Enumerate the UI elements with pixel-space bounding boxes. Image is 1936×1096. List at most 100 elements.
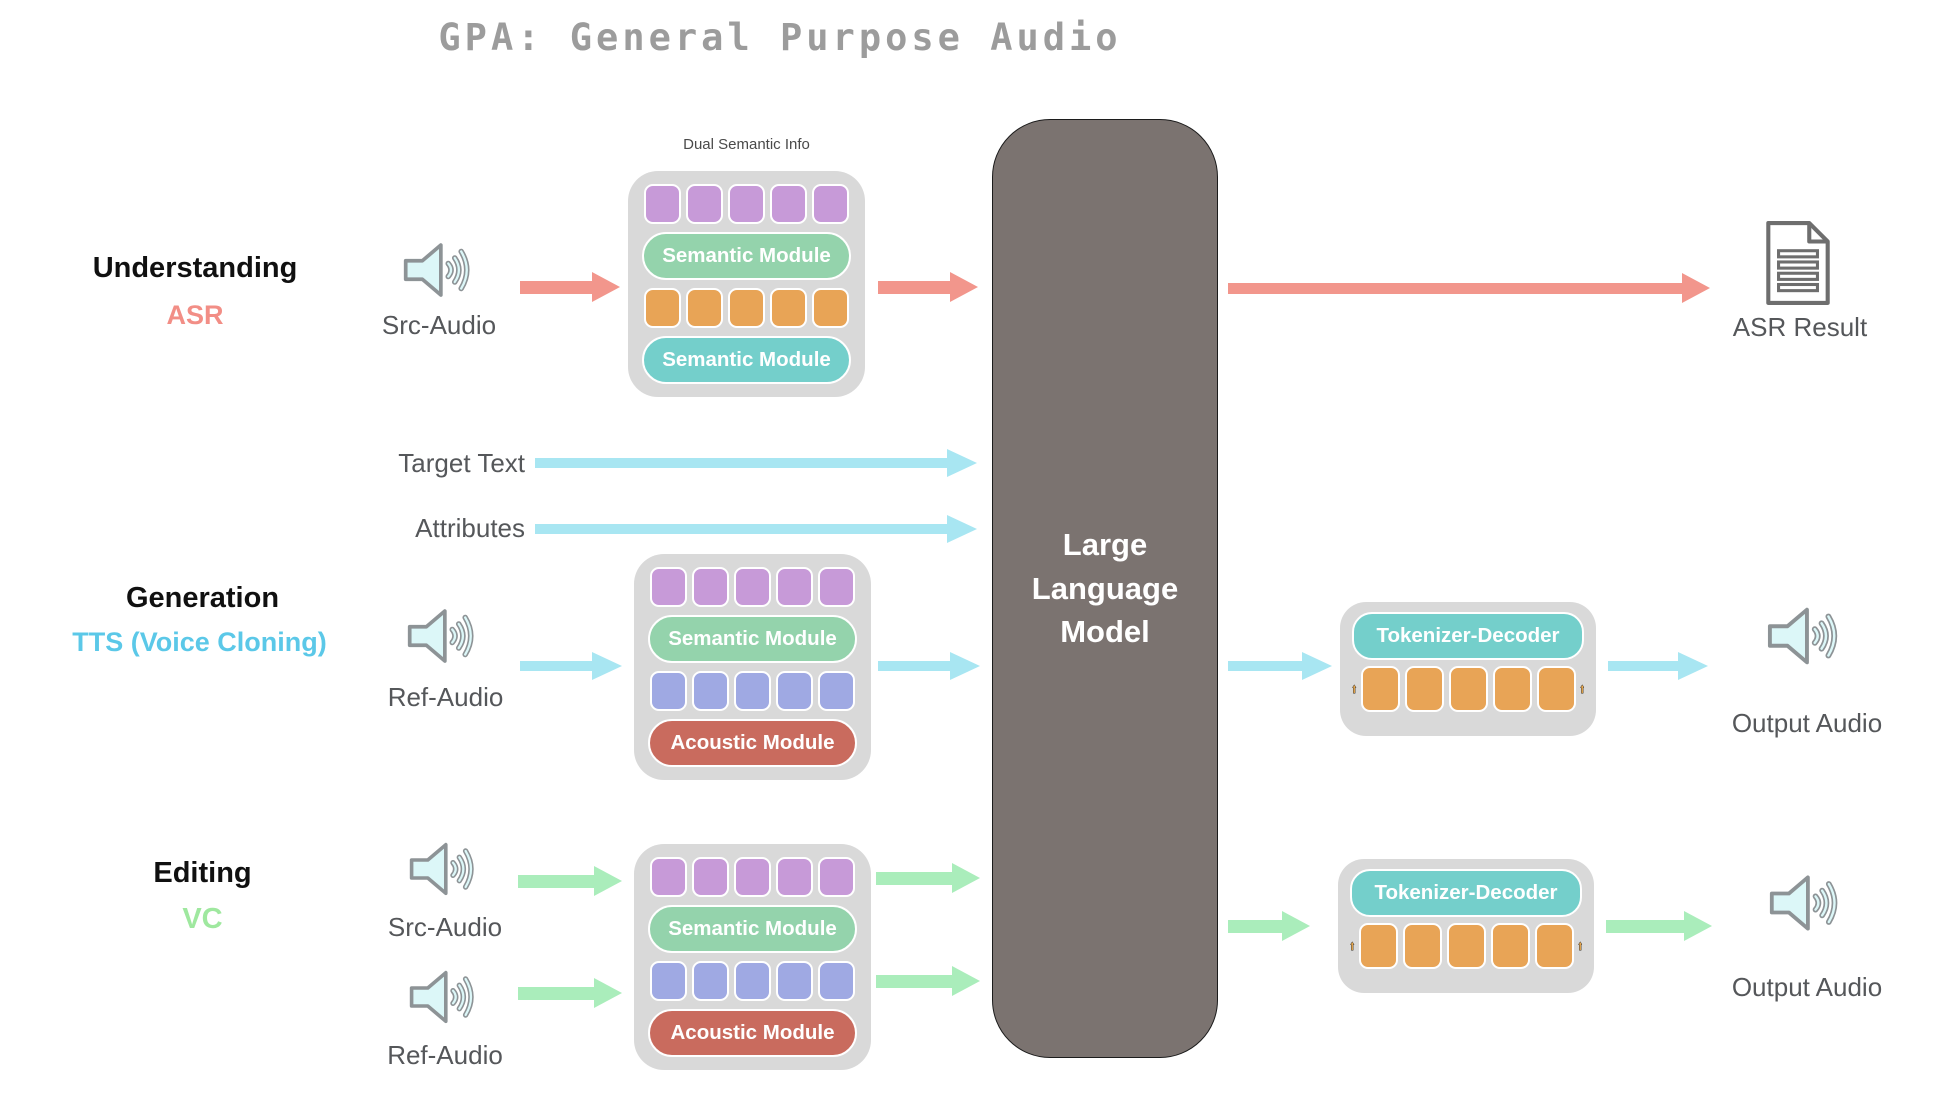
tts-task-label: TTS (Voice Cloning) <box>72 627 327 657</box>
attributes-label: Attributes <box>415 513 525 543</box>
token <box>734 567 771 607</box>
token <box>818 857 855 897</box>
attributes-arrow <box>535 514 977 544</box>
token <box>686 288 723 328</box>
src-audio-arrow-vc <box>518 866 622 896</box>
ref-audio-arrow-vc <box>518 978 622 1008</box>
token <box>776 961 813 1001</box>
editing-row-label: Editing <box>153 857 252 889</box>
token <box>686 184 723 224</box>
decoder-to-output-arrow-tts <box>1608 651 1708 681</box>
ref-audio-label: Ref-Audio <box>387 1040 503 1070</box>
token <box>1536 666 1576 712</box>
token <box>812 288 849 328</box>
output-audio-label: Output Audio <box>1731 972 1883 1002</box>
llm-to-asr-result-arrow <box>1228 273 1710 303</box>
token <box>650 857 687 897</box>
semantic-module-bar: Semantic Module <box>642 232 851 280</box>
purple-token-row <box>642 184 851 224</box>
up-arrow-icon <box>1352 684 1357 694</box>
decoder-to-output-arrow-vc <box>1606 911 1712 941</box>
asr-result-doc-icon <box>1763 220 1833 311</box>
up-arrow-icon <box>1577 941 1582 951</box>
stack-caption: Dual Semantic Info <box>683 136 810 153</box>
up-arrow-icon <box>1350 941 1355 951</box>
token <box>1446 923 1486 969</box>
output-audio-speaker-icon <box>1768 870 1844 941</box>
ref-audio-speaker-icon <box>408 966 480 1033</box>
token <box>818 961 855 1001</box>
asr-result-label: ASR Result <box>1732 312 1868 342</box>
token <box>1492 666 1532 712</box>
target-text-arrow <box>535 448 977 478</box>
generation-row-label: Generation <box>125 582 280 614</box>
dual-semantic-stack: Semantic Module Semantic Module <box>628 171 865 397</box>
tokenizer-decoder-bar: Tokenizer-Decoder <box>1350 869 1582 917</box>
llm-box: Large Language Model <box>992 119 1218 1058</box>
tokenizer-decoder-bar: Tokenizer-Decoder <box>1352 612 1584 660</box>
understanding-row-label: Understanding <box>92 252 298 284</box>
token <box>650 567 687 607</box>
token <box>1360 666 1400 712</box>
up-arrow-icon <box>1579 684 1584 694</box>
blue-token-row <box>648 671 857 711</box>
token <box>818 567 855 607</box>
tokenizer-decoder-box: Tokenizer-Decoder <box>1338 859 1594 993</box>
semantic-module-bar: Semantic Module <box>648 615 857 663</box>
token <box>692 567 729 607</box>
token <box>1404 666 1444 712</box>
token <box>650 961 687 1001</box>
target-text-label: Target Text <box>398 448 525 478</box>
semantic-module-bar-2: Semantic Module <box>642 336 851 384</box>
token <box>728 184 765 224</box>
asr-input-arrow <box>520 272 620 302</box>
token <box>644 288 681 328</box>
output-audio-label: Output Audio <box>1731 708 1883 738</box>
ref-audio-label: Ref-Audio <box>387 682 504 712</box>
orange-token-row <box>642 288 851 328</box>
asr-task-label: ASR <box>166 300 224 330</box>
orange-token-row <box>1358 923 1574 969</box>
vc-task-label: VC <box>182 903 223 935</box>
token <box>770 288 807 328</box>
token <box>728 288 765 328</box>
acoustic-module-bar: Acoustic Module <box>648 719 857 767</box>
token <box>692 857 729 897</box>
orange-token-row <box>1360 666 1576 712</box>
src-audio-label: Src-Audio <box>381 310 497 340</box>
stack-to-llm-arrow-vc-bottom <box>876 966 980 996</box>
stack-to-llm-arrow-vc-top <box>876 863 980 893</box>
semantic-module-bar: Semantic Module <box>648 905 857 953</box>
token <box>644 184 681 224</box>
token <box>692 671 729 711</box>
stack-to-llm-arrow-tts <box>878 651 980 681</box>
token <box>1490 923 1530 969</box>
purple-token-row <box>648 567 857 607</box>
token <box>692 961 729 1001</box>
tokenizer-decoder-box: Tokenizer-Decoder <box>1340 602 1596 736</box>
purple-token-row <box>648 857 857 897</box>
src-audio-label: Src-Audio <box>387 912 503 942</box>
stack-to-llm-arrow-asr <box>878 272 978 302</box>
diagram-title: GPA: General Purpose Audio <box>438 16 1122 59</box>
token <box>776 671 813 711</box>
ref-audio-speaker-icon <box>406 604 480 673</box>
decoder-token-row <box>1352 666 1584 712</box>
generation-stack: Semantic Module Acoustic Module <box>634 554 871 780</box>
ref-audio-arrow <box>520 651 622 681</box>
acoustic-module-bar: Acoustic Module <box>648 1009 857 1057</box>
llm-to-decoder-arrow-tts <box>1228 651 1332 681</box>
token <box>770 184 807 224</box>
token <box>776 857 813 897</box>
token <box>1534 923 1574 969</box>
token <box>734 857 771 897</box>
token <box>812 184 849 224</box>
decoder-token-row <box>1350 923 1582 969</box>
token <box>650 671 687 711</box>
blue-token-row <box>648 961 857 1001</box>
editing-stack: Semantic Module Acoustic Module <box>634 844 871 1070</box>
token <box>734 961 771 1001</box>
token <box>1402 923 1442 969</box>
token <box>776 567 813 607</box>
